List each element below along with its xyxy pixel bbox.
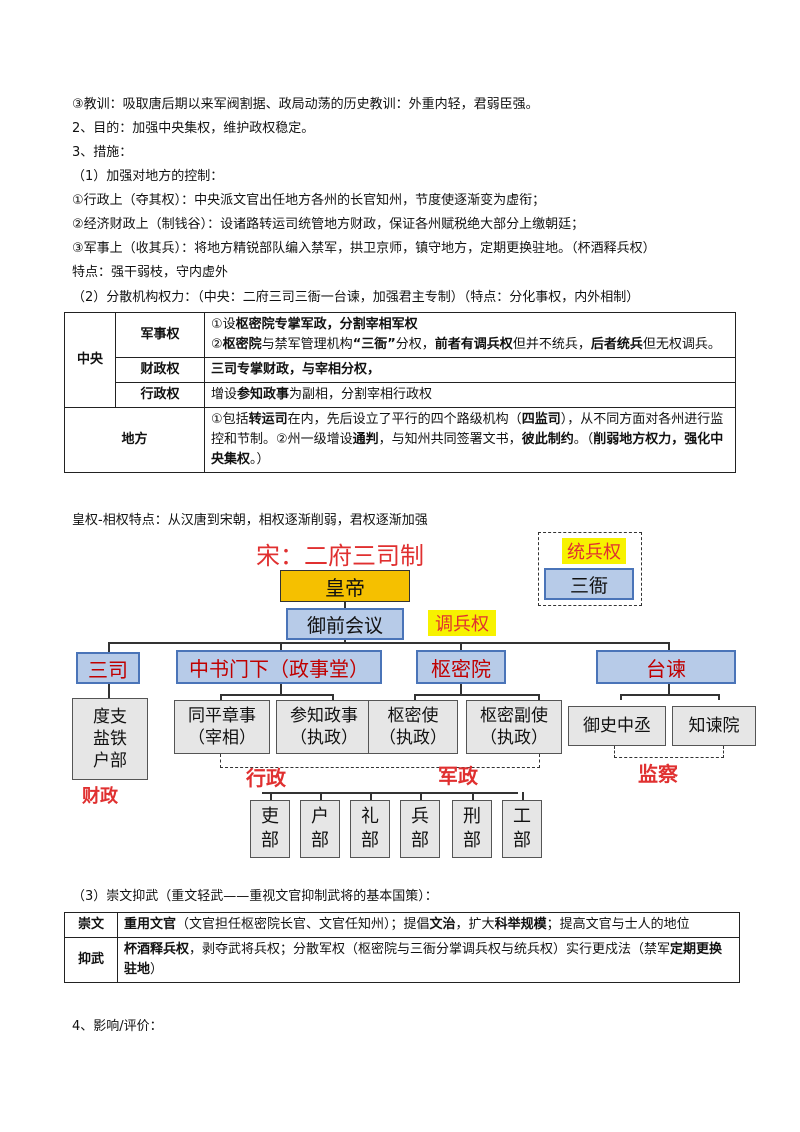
ministry-box: 兵部 bbox=[400, 800, 440, 858]
connector bbox=[620, 694, 622, 700]
row-head-local: 地方 bbox=[64, 407, 205, 473]
sansi-sub-box: 度支盐铁户部 bbox=[72, 698, 148, 780]
ministry-box: 刑部 bbox=[452, 800, 492, 858]
text-line: 2、目的：加强中央集权，维护政权稳定。 bbox=[72, 121, 315, 136]
tongping-box: 同平章事（宰相） bbox=[174, 700, 270, 754]
connector bbox=[538, 694, 540, 700]
text-line: ②经济财政上（制钱谷）：设诸路转运司统管地方财政，保证各州赋税绝大部分上缴朝廷； bbox=[72, 217, 585, 232]
text-line: （2）分散机构权力：（中央：二府三司三衙一台谏，加强君主专制）（特点：分化事权，… bbox=[72, 290, 640, 305]
ministry-box: 吏部 bbox=[250, 800, 290, 858]
connector bbox=[472, 792, 474, 800]
connector bbox=[414, 694, 416, 700]
cell-chongwen: 重用文官（文官担任枢密院长官、文官任知州）；提倡文治，扩大科举规模；提高文官与士… bbox=[117, 912, 740, 938]
connector bbox=[108, 642, 668, 644]
connector bbox=[668, 684, 670, 694]
text-line: ③军事上（收其兵）：将地方精锐部队编入禁军，拱卫京师，镇守地方，定期更换驻地。（… bbox=[72, 241, 656, 256]
part4-heading: 4、影响/评价： bbox=[72, 1019, 163, 1034]
tongbing-label: 统兵权 bbox=[562, 538, 626, 564]
connector bbox=[262, 792, 518, 794]
text-line: （1）加强对地方的控制： bbox=[72, 169, 224, 184]
connector bbox=[220, 694, 332, 696]
shumishi-box: 枢密使（执政） bbox=[368, 700, 458, 754]
text-line: 3、措施： bbox=[72, 145, 133, 160]
diaobing-label: 调兵权 bbox=[428, 610, 496, 636]
text-line: ①行政上（夺其权）：中央派文官出任地方各州的长官知州，节度使逐渐变为虚衔； bbox=[72, 193, 546, 208]
tongbing-box bbox=[538, 532, 642, 606]
connector bbox=[280, 642, 282, 652]
cell-finance-content: 三司专掌财政，与宰相分权， bbox=[204, 357, 736, 383]
cell-military: 军事权 bbox=[115, 312, 205, 358]
text-line: 特点：强干弱枝，守内虚外 bbox=[72, 265, 229, 280]
label-xingzheng: 行政 bbox=[246, 766, 286, 790]
emperor-box: 皇帝 bbox=[280, 570, 410, 602]
cell-yiwu: 杯酒释兵权，剥夺武将兵权；分散军权（枢密院与三衙分掌调兵权与统兵权）实行更戍法（… bbox=[117, 937, 740, 983]
connector bbox=[220, 694, 222, 700]
connector bbox=[270, 792, 272, 800]
label-caizheng: 财政 bbox=[82, 786, 118, 807]
sansi-box: 三司 bbox=[76, 652, 140, 684]
shumi-box: 枢密院 bbox=[416, 650, 506, 684]
yushi-box: 御史中丞 bbox=[568, 706, 666, 746]
part3-heading: （3）崇文抑武（重文轻武——重视文官抑制武将的基本国策）： bbox=[72, 889, 438, 904]
dashed-bracket bbox=[220, 754, 540, 768]
cell-military-content: ①设枢密院专掌军政，分割宰相军权 ②枢密院与禁军管理机构“三衙”分权，前者有调兵… bbox=[204, 312, 736, 358]
connector bbox=[522, 792, 524, 800]
connector bbox=[668, 642, 670, 652]
connector bbox=[108, 642, 110, 652]
connector bbox=[718, 694, 720, 700]
cell-local-content: ①包括转运司在内，先后设立了平行的四个路级机构（四监司），从不同方面对各州进行监… bbox=[204, 407, 736, 473]
ministry-box: 户部 bbox=[300, 800, 340, 858]
connector bbox=[414, 694, 538, 696]
connector bbox=[344, 602, 346, 608]
connector bbox=[370, 792, 372, 800]
row-head-yiwu: 抑武 bbox=[64, 937, 118, 983]
chongwen-table: 崇文 重用文官（文官担任枢密院长官、文官任知州）；提倡文治，扩大科举规模；提高文… bbox=[64, 912, 740, 983]
org-diagram: 宋：二府三司制 统兵权 三衙 皇帝 御前会议 调兵权 三司 中书门下（政事堂） … bbox=[60, 530, 760, 870]
cell-admin-content: 增设参知政事为副相，分割宰相行政权 bbox=[204, 382, 736, 408]
row-head-central: 中央 bbox=[64, 312, 116, 408]
cell-admin: 行政权 bbox=[115, 382, 205, 408]
zhongshu-box: 中书门下（政事堂） bbox=[176, 650, 382, 684]
connector bbox=[460, 642, 462, 652]
text-line: ③教训：吸取唐后期以来军阀割据、政局动荡的历史教训：外重内轻，君弱臣强。 bbox=[72, 97, 539, 112]
connector bbox=[460, 684, 462, 694]
connector bbox=[280, 684, 282, 694]
sanya-box: 三衙 bbox=[544, 568, 634, 600]
connector bbox=[332, 694, 334, 700]
connector bbox=[420, 792, 422, 800]
diagram-title: 宋：二府三司制 bbox=[256, 542, 424, 570]
council-box: 御前会议 bbox=[286, 608, 404, 640]
connector bbox=[108, 684, 110, 698]
canzhi-box: 参知政事（执政） bbox=[276, 700, 372, 754]
central-local-table: 中央 军事权 ①设枢密院专掌军政，分割宰相军权 ②枢密院与禁军管理机构“三衙”分… bbox=[64, 312, 736, 473]
connector bbox=[320, 792, 322, 800]
shumifu-box: 枢密副使（执政） bbox=[466, 700, 562, 754]
label-jiancha: 监察 bbox=[638, 762, 678, 786]
label-junzheng: 军政 bbox=[438, 764, 478, 788]
ministry-box: 工部 bbox=[502, 800, 542, 858]
connector bbox=[620, 694, 718, 696]
taijian-box: 台谏 bbox=[596, 650, 736, 684]
ministry-box: 礼部 bbox=[350, 800, 390, 858]
zhijian-box: 知谏院 bbox=[672, 706, 756, 746]
row-head-chongwen: 崇文 bbox=[64, 912, 118, 938]
caption: 皇权-相权特点：从汉唐到宋朝，相权逐渐削弱，君权逐渐加强 bbox=[72, 513, 428, 528]
dashed-bracket bbox=[614, 746, 724, 758]
cell-finance: 财政权 bbox=[115, 357, 205, 383]
